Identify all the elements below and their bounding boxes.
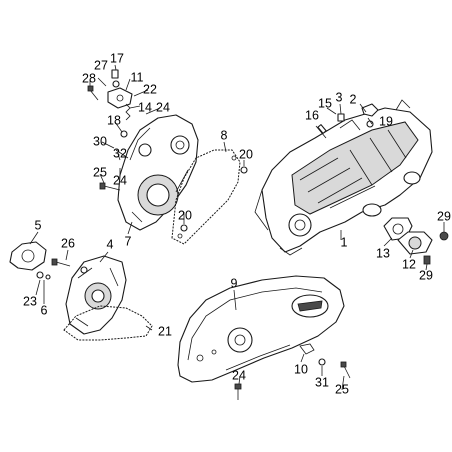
callout-6: 6 (41, 303, 48, 317)
callout-8: 8 (221, 128, 228, 142)
callout-16: 16 (305, 108, 319, 122)
callout-31: 31 (315, 375, 329, 389)
pump-gasket (9, 241, 47, 271)
callout-7: 7 (125, 234, 132, 248)
callout-18: 18 (107, 113, 121, 127)
callout-2: 2 (350, 92, 357, 106)
callout-30: 30 (93, 134, 107, 148)
callout-24-mid: 24 (113, 173, 127, 187)
callout-25-bottom: 25 (335, 382, 349, 396)
callout-27: 27 (94, 58, 108, 72)
callout-29-lower: 29 (419, 268, 433, 282)
callout-26: 26 (61, 236, 75, 250)
callout-23: 23 (23, 294, 37, 308)
callout-12: 12 (402, 257, 416, 271)
callout-32: 32 (113, 146, 127, 160)
callout-9: 9 (231, 276, 238, 290)
callout-24-bottom: 24 (232, 368, 246, 382)
callout-14: 14 (138, 100, 152, 114)
callout-20-top: 20 (239, 147, 253, 161)
callout-4: 4 (107, 237, 114, 251)
intake-flange (397, 231, 433, 255)
leader-lines (29, 64, 445, 391)
cover-gasket (171, 149, 241, 245)
callout-19: 19 (379, 114, 393, 128)
callout-25-left: 25 (93, 165, 107, 179)
fastener-parts (36, 69, 449, 400)
housing-gasket (63, 305, 153, 341)
callout-20-lower: 20 (178, 208, 192, 222)
callout-24-upper: 24 (156, 100, 170, 114)
callout-17: 17 (110, 51, 124, 65)
callout-labels: 1 2 3 4 5 6 7 8 9 10 11 12 13 14 15 16 1… (23, 51, 451, 396)
pump-housing (65, 255, 127, 335)
callout-28: 28 (82, 71, 96, 85)
crankcase-left (254, 99, 433, 256)
callout-10: 10 (294, 362, 308, 376)
callout-5: 5 (35, 218, 42, 232)
callout-3: 3 (336, 90, 343, 104)
callout-15: 15 (318, 96, 332, 110)
crankcase-cover-right (177, 275, 345, 383)
transmission-cover (117, 114, 199, 231)
callout-13: 13 (376, 246, 390, 260)
callout-1: 1 (341, 235, 348, 249)
callout-29-right: 29 (437, 209, 451, 223)
callout-21: 21 (158, 324, 172, 338)
callout-11: 11 (131, 70, 144, 84)
callout-22: 22 (143, 82, 157, 96)
